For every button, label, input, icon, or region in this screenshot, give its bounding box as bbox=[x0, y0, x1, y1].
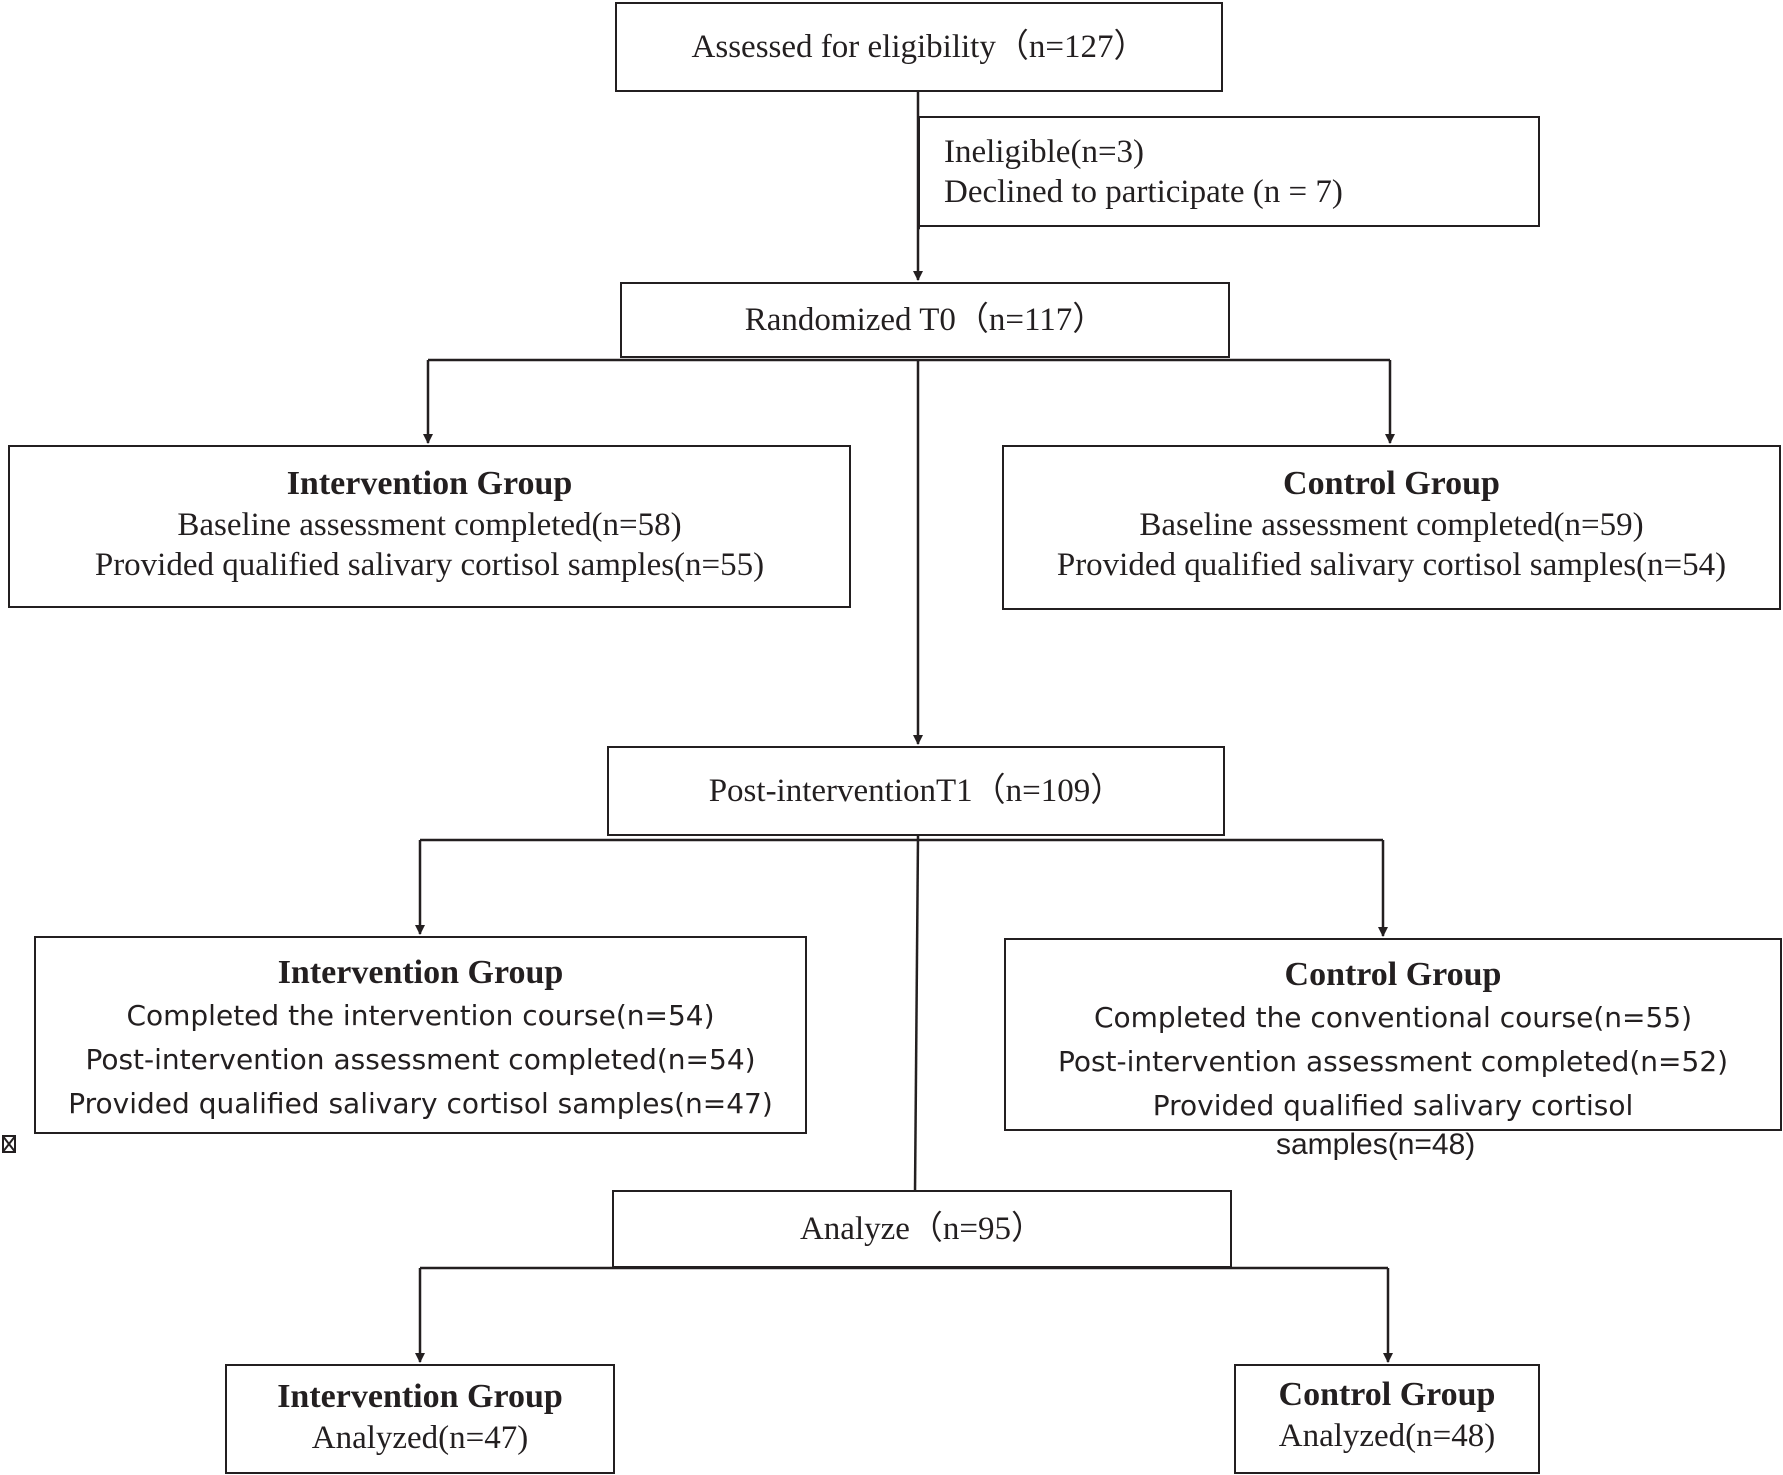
final-intervention-box: Intervention Group Analyzed(n=47) bbox=[225, 1364, 615, 1474]
t1-intervention-title: Intervention Group bbox=[277, 954, 564, 991]
t0-intervention-title: Intervention Group bbox=[286, 465, 573, 502]
declined-label: Declined to participate (n = 7) bbox=[944, 174, 1343, 210]
t0-control-box: Control Group Baseline assessment comple… bbox=[1002, 445, 1781, 610]
final-control-box: Control Group Analyzed(n=48) bbox=[1234, 1364, 1540, 1474]
t1-control-line: Post-intervention assessment completed(n… bbox=[1057, 1045, 1729, 1078]
t0-intervention-line: Provided qualified salivary cortisol sam… bbox=[94, 547, 765, 583]
t1-control-title: Control Group bbox=[1284, 956, 1502, 993]
t1-control-line: Provided qualified salivary cortisol bbox=[1152, 1089, 1634, 1122]
t0-control-line: Provided qualified salivary cortisol sam… bbox=[1056, 547, 1727, 583]
t0-control-title: Control Group bbox=[1283, 465, 1500, 502]
post-intervention-box: Post-interventionT1（n=109） bbox=[607, 746, 1225, 836]
t1-intervention-box: Intervention Group Completed the interve… bbox=[34, 936, 807, 1134]
t0-intervention-line: Baseline assessment completed(n=58) bbox=[177, 507, 682, 543]
randomized-label: Randomized T0（n=117） bbox=[744, 302, 1106, 338]
assessed-box: Assessed for eligibility（n=127） bbox=[615, 2, 1223, 92]
t0-intervention-box: Intervention Group Baseline assessment c… bbox=[8, 445, 851, 608]
analyze-box: Analyze（n=95） bbox=[612, 1190, 1232, 1268]
analyze-label: Analyze（n=95） bbox=[799, 1211, 1045, 1247]
randomized-box: Randomized T0（n=117） bbox=[620, 282, 1230, 358]
final-control-line: Analyzed(n=48) bbox=[1278, 1418, 1496, 1454]
assessed-label: Assessed for eligibility（n=127） bbox=[691, 29, 1147, 65]
post-intervention-label: Post-interventionT1（n=109） bbox=[708, 773, 1124, 809]
ineligible-label: Ineligible(n=3) bbox=[944, 134, 1145, 170]
final-intervention-line: Analyzed(n=47) bbox=[311, 1420, 529, 1456]
t0-control-line: Baseline assessment completed(n=59) bbox=[1139, 507, 1644, 543]
t1-intervention-line: Completed the intervention course(n=54) bbox=[126, 999, 715, 1032]
connector-post-to-analyze bbox=[913, 835, 920, 1193]
t1-intervention-line: Post-intervention assessment completed(n… bbox=[85, 1043, 756, 1076]
t1-intervention-line: Provided qualified salivary cortisol sam… bbox=[68, 1087, 773, 1120]
excluded-box: Ineligible(n=3) Declined to participate … bbox=[918, 116, 1540, 227]
t1-control-box: Control Group Completed the conventional… bbox=[1004, 938, 1782, 1131]
t1-control-line: Completed the conventional course(n=55) bbox=[1093, 1001, 1693, 1034]
final-control-title: Control Group bbox=[1278, 1376, 1496, 1413]
t1-control-line-overflow: samples(n=48) bbox=[1276, 1128, 1476, 1161]
final-intervention-title: Intervention Group bbox=[277, 1378, 563, 1415]
stray-mark bbox=[2, 1135, 16, 1153]
